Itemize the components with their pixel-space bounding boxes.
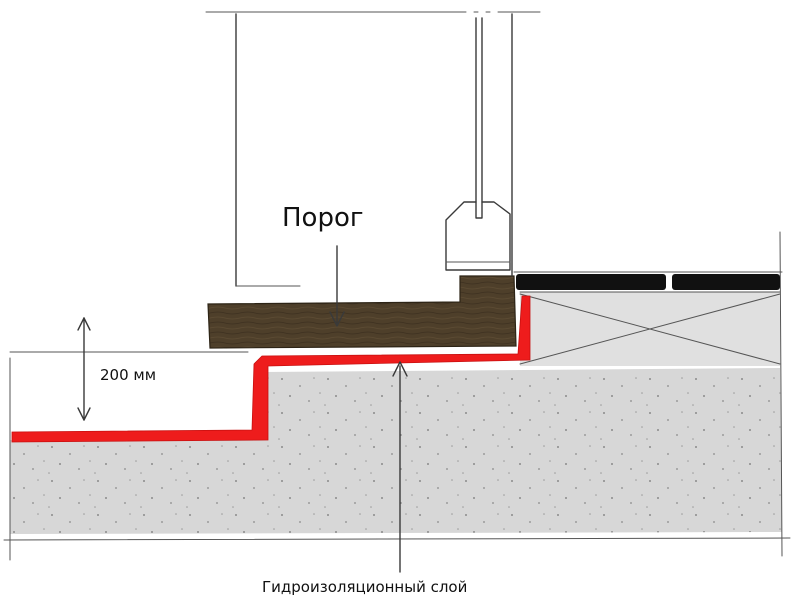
waterproofing-arrow-head	[392, 361, 408, 377]
threshold-arrow-head	[329, 311, 345, 327]
floor-tile-2	[672, 274, 780, 290]
threshold-wood	[207, 275, 517, 349]
right-edge-line	[779, 231, 783, 557]
threshold-label: Порог	[282, 203, 364, 233]
height-arrow-top	[77, 317, 91, 331]
door-seal-profile	[445, 201, 511, 271]
floor-tile-1	[516, 274, 666, 290]
concrete-speckle	[10, 372, 782, 534]
bottom-line	[3, 537, 791, 541]
waterproofing-layer	[11, 295, 531, 443]
height-arrow-bottom	[77, 407, 91, 421]
height-label: 200 мм	[100, 366, 156, 384]
waterproofing-label: Гидроизоляционный слой	[262, 578, 467, 596]
screed-diagonal-2	[519, 293, 781, 365]
